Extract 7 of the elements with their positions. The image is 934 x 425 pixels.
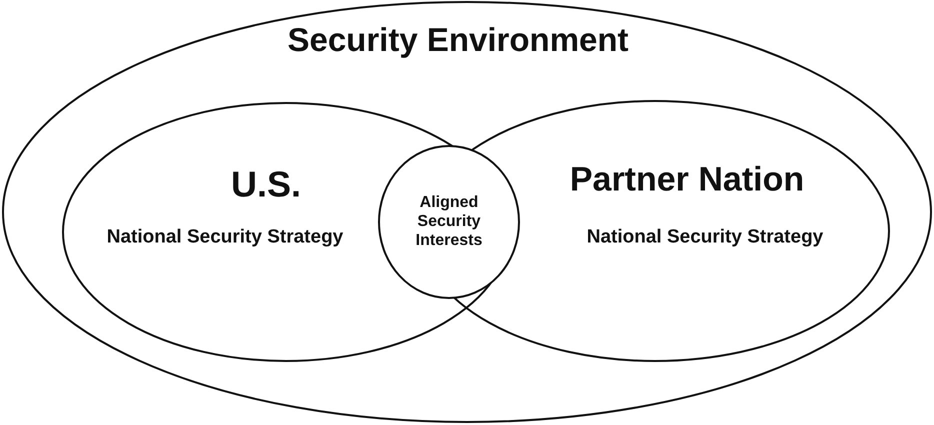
diagram-heading: Security Environment [287,20,629,60]
ellipse-heading: Partner Nation [570,160,804,200]
ellipse-subtitle: National Security Strategy [586,226,824,250]
intersection-circle [378,145,520,299]
ellipse-subtitle: National Security Strategy [106,226,344,250]
ellipse-heading: U.S. [231,162,301,206]
intersection-label: Aligned Security Interests [414,193,484,251]
